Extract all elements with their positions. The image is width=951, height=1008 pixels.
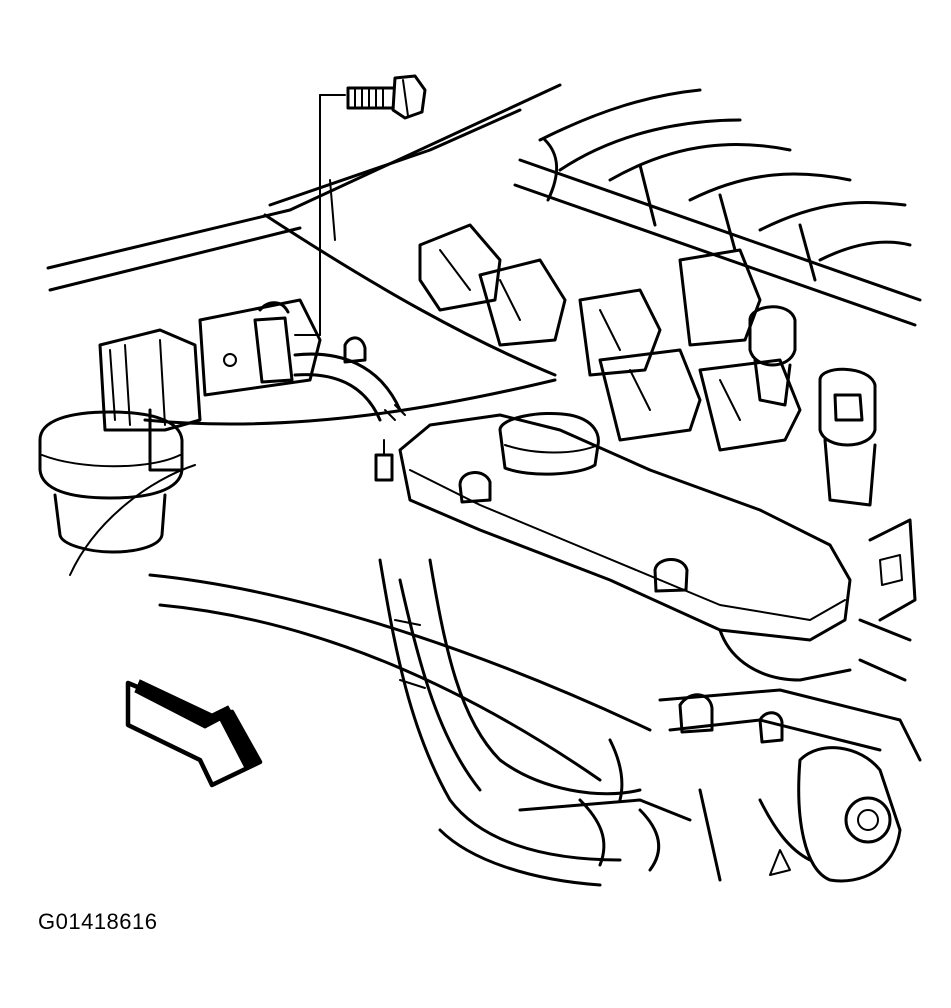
figure-code-label: G01418616 [38, 909, 158, 934]
hood-panel [46, 83, 562, 292]
bolt-callout [294, 74, 427, 336]
coolant-reservoir [398, 411, 852, 682]
clip-left [374, 439, 394, 482]
direction-arrow-icon [125, 679, 263, 788]
wheelhouse-panel [148, 558, 692, 887]
mount-bracket [198, 298, 367, 397]
subframe [578, 688, 922, 883]
engine-mount [38, 328, 202, 576]
fuel-rail [513, 138, 922, 327]
ignition-coils [418, 223, 802, 452]
coolant-hose [293, 352, 406, 422]
pressure-regulator [748, 305, 877, 507]
engine-right-detail [858, 518, 917, 682]
bolt-icon [346, 74, 427, 120]
intake-manifold [538, 88, 912, 282]
